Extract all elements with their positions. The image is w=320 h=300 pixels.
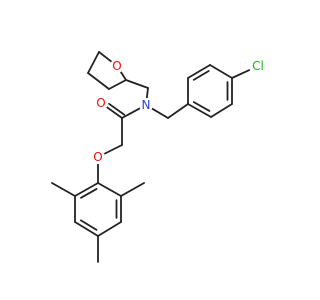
- methyl-bond-left: [51, 182, 76, 197]
- mes-ring-bond-0: [97, 182, 122, 197]
- methyl-bond-right: [120, 182, 145, 197]
- ch2-oether-bond: [103, 144, 123, 155]
- atom-o-carbonyl-label: O: [96, 96, 105, 110]
- cp-ring-bond-3: [209, 64, 233, 79]
- cp-ring-bond-4: [187, 64, 211, 79]
- n-benzyl-bond: [151, 107, 169, 119]
- atom-o-carbonyl: O: [94, 96, 108, 110]
- thf-bond-4: [98, 51, 113, 63]
- atom-o-ether: O: [91, 150, 105, 164]
- mes-ring-bond-2: [97, 221, 122, 237]
- mes-ring-bond-3: [74, 221, 99, 237]
- thf-ch2-bond: [125, 79, 149, 89]
- atom-cl: Cl: [249, 57, 267, 75]
- atom-n-amide: N: [139, 98, 153, 112]
- thf-bond-2: [87, 72, 110, 90]
- molecule-structure: O O N Cl O: [51, 51, 267, 263]
- thf-bond-3: [87, 51, 100, 74]
- cp-ring-bond-0: [187, 103, 212, 118]
- atom-o-ring: O: [110, 59, 124, 73]
- c-cl-bond: [231, 68, 251, 79]
- carbonyl-double-a: [105, 106, 123, 119]
- thf-bond-0: [119, 70, 127, 81]
- benzyl-ring-bond: [167, 103, 189, 119]
- ch2-n-bond: [145, 87, 149, 99]
- atom-n-amide-label: N: [142, 98, 151, 112]
- cp-ring-bond-1: [210, 103, 233, 118]
- mes-ring-bond-5: [74, 182, 99, 197]
- atom-o-ether-label: O: [93, 150, 102, 164]
- mes-inner-5: [80, 188, 98, 199]
- cp-inner-0: [192, 101, 211, 112]
- n-carbonyl-bond: [121, 107, 141, 119]
- cp-inner-4: [192, 70, 210, 81]
- atom-o-ring-label: O: [112, 59, 121, 73]
- bonds: [51, 51, 251, 263]
- mes-inner-3: [80, 219, 98, 231]
- carbonyl-double-b: [108, 102, 126, 116]
- thf-bond-1: [108, 79, 127, 90]
- atom-cl-label: Cl: [252, 59, 264, 73]
- atom-labels: O O N Cl O: [91, 57, 267, 164]
